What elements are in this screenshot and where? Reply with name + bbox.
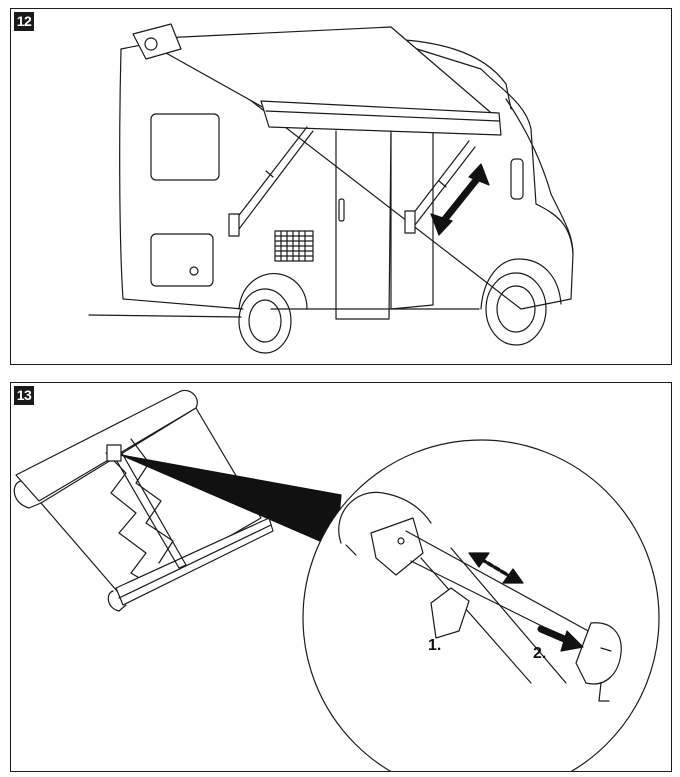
detail-clip-1: [430, 587, 470, 639]
step-2-label: 2.: [533, 645, 547, 662]
step-1-label: 1.: [428, 637, 442, 654]
magnifier-circle: [302, 439, 660, 771]
awning-detail-drawing: [13, 389, 660, 771]
ground-line: [88, 314, 242, 318]
entry-door: [335, 130, 392, 320]
awning-front-bar: [260, 100, 502, 136]
hatch-lock: [189, 266, 199, 276]
front-wheel: [480, 258, 562, 346]
rear-wheel: [238, 272, 308, 354]
adjust-double-arrow: [430, 163, 490, 236]
detail-bracket: [338, 491, 432, 576]
camper-awning-drawing: [88, 23, 574, 354]
support-arm: [110, 447, 187, 569]
vent-grille: [274, 230, 314, 262]
camper-body: [119, 38, 574, 310]
push-arrow: [537, 625, 584, 652]
panel-13-illustration: 13: [10, 382, 672, 772]
detail-end-cap: [575, 622, 622, 702]
panel-number-badge: 12: [14, 12, 34, 31]
camper-cab: [505, 98, 574, 255]
slide-double-arrow: [468, 552, 524, 584]
support-leg-left: [228, 126, 314, 237]
support-leg-right: [404, 140, 476, 234]
side-mirror: [510, 158, 524, 200]
door-handle: [338, 198, 345, 222]
torn-edge: [105, 452, 157, 589]
panel-12-illustration: 12: [10, 8, 672, 365]
side-window: [150, 113, 220, 181]
panel-number-badge: 13: [14, 386, 34, 405]
service-hatch: [150, 233, 214, 287]
